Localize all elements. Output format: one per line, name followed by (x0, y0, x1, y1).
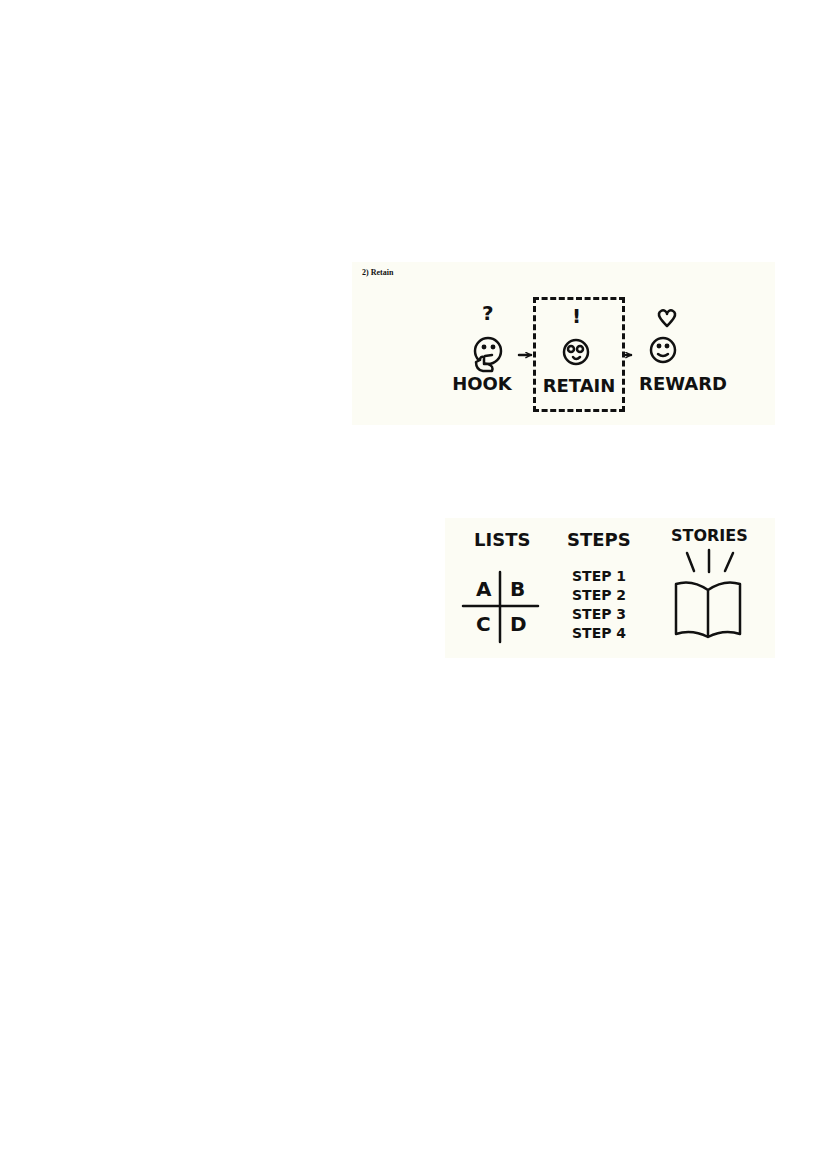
grid-cell: B (510, 578, 525, 600)
thinking-face (475, 338, 501, 371)
grid-cell: C (476, 613, 491, 635)
grid-lines (463, 572, 538, 642)
panel-ground (352, 262, 775, 425)
step-item: STEP 2 (572, 588, 626, 603)
grid-cell: D (510, 613, 527, 635)
flow-arrow (519, 354, 531, 357)
stage-figure: HOOK (446, 333, 518, 395)
rays (687, 550, 733, 572)
column-heading: STORIES (671, 527, 748, 545)
stage-label: REWARD (633, 373, 733, 395)
question-mark: ? (482, 302, 494, 324)
step-item: STEP 3 (572, 607, 626, 622)
heart (659, 310, 675, 326)
grid-cell: A (476, 578, 491, 600)
exclamation-mark: ! (572, 305, 581, 327)
panel-ground (445, 518, 775, 658)
column-heading: STEPS (567, 530, 631, 550)
section-heading: 2) Retain (362, 269, 393, 278)
amazed-face (564, 340, 588, 364)
happy-face (651, 338, 675, 362)
stage-figure: REWARD (633, 333, 733, 395)
column-heading: LISTS (474, 530, 530, 550)
open-book (676, 582, 740, 637)
stage-label: HOOK (446, 373, 518, 395)
step-item: STEP 4 (572, 626, 626, 641)
step-item: STEP 1 (572, 569, 626, 584)
stage-label: RETAIN (536, 375, 622, 397)
flow-arrow (626, 354, 631, 357)
